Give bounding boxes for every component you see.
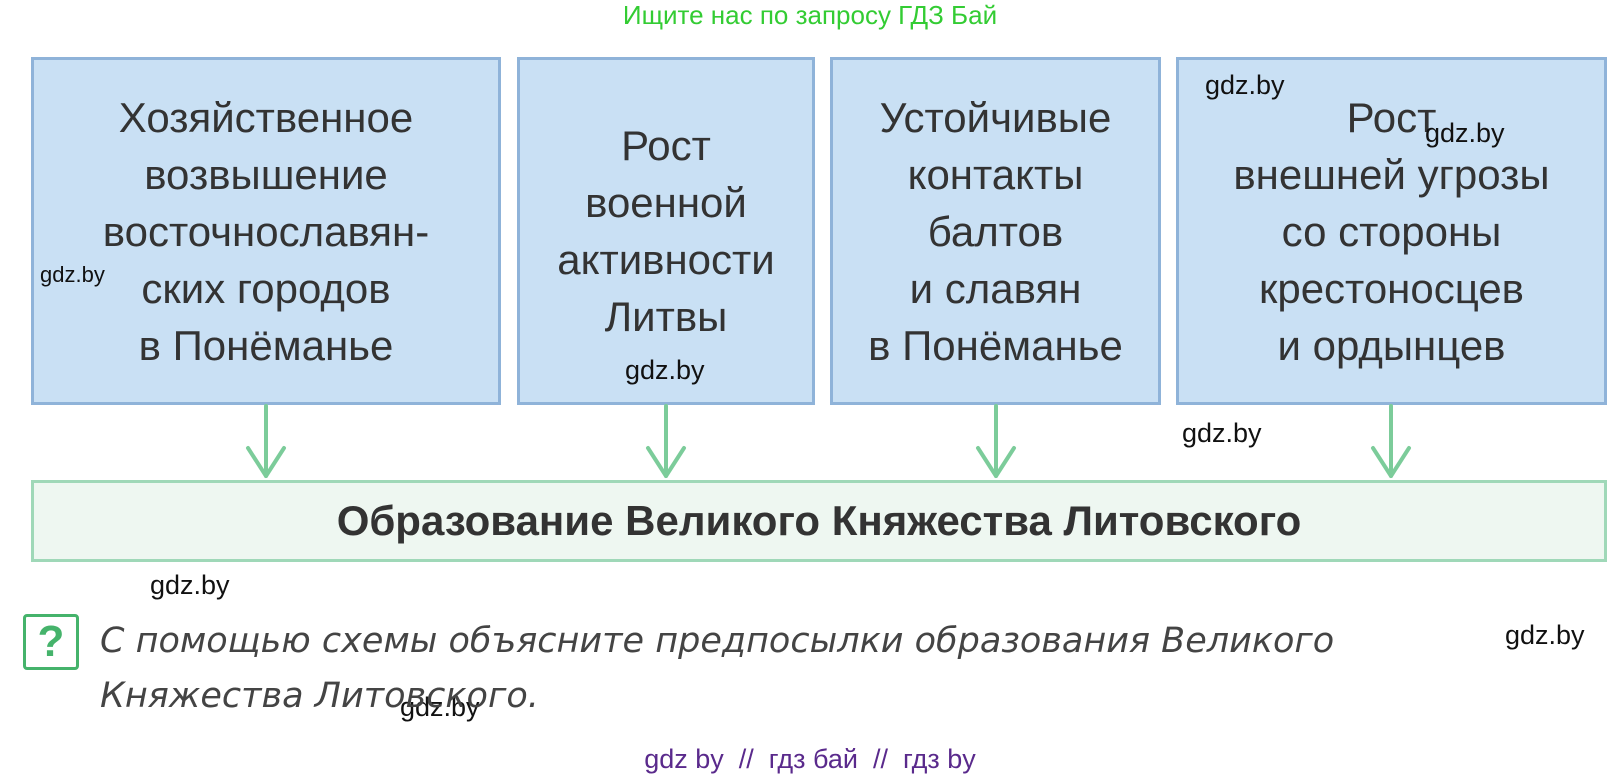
question-text: С помощью схемы объясните предпосылки об…	[100, 621, 1335, 716]
cause-box-economic-growth: Хозяйственное возвышение восточнославян-…	[31, 57, 501, 405]
search-hint: Ищите нас по запросу ГДЗ Бай	[622, 0, 998, 30]
watermark: gdz.by	[400, 692, 480, 722]
watermark: gdz.by	[1182, 418, 1262, 448]
watermark: gdz.by	[150, 570, 230, 600]
question-mark: ?	[37, 617, 65, 666]
footer-links: gdz by // гдз бай // гдз by	[644, 744, 976, 774]
arrow-4	[1371, 404, 1411, 478]
arrow-1	[246, 404, 286, 478]
watermark: gdz.by	[625, 355, 705, 385]
cause-box-military-activity: Рост военной активности Литвы	[517, 57, 815, 405]
watermark: gdz.by	[40, 262, 105, 287]
result-box: Образование Великого Княжества Литовског…	[31, 480, 1607, 562]
cause-box-external-threat: Рост внешней угрозы со стороны крестонос…	[1176, 57, 1607, 405]
question-icon: ?	[23, 614, 79, 670]
watermark: gdz.by	[1425, 118, 1505, 148]
watermark: gdz.by	[1505, 620, 1585, 650]
arrow-2	[646, 404, 686, 478]
arrow-3	[976, 404, 1016, 478]
cause-box-balt-slav-contacts: Устойчивые контакты балтов и славян в По…	[830, 57, 1161, 405]
watermark: gdz.by	[1205, 70, 1285, 100]
